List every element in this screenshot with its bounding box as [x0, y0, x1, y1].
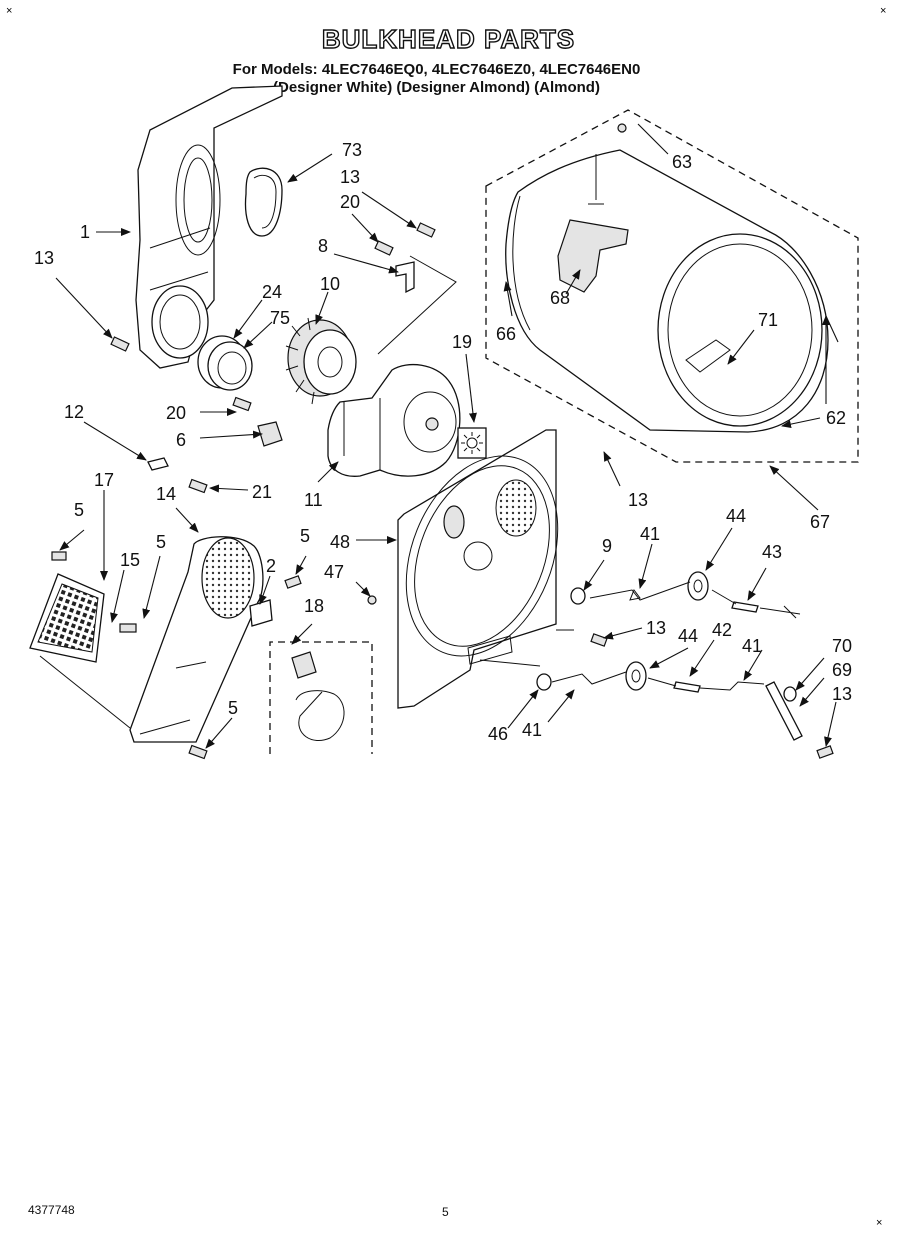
corner-mark-tr: × — [880, 5, 886, 17]
page-number: 5 — [442, 1205, 449, 1219]
callout-12: 12 — [64, 402, 84, 422]
callout-48: 48 — [330, 532, 350, 552]
callout-13: 13 — [628, 490, 648, 510]
page-title: BULKHEAD PARTS — [321, 23, 576, 54]
callout-69: 69 — [832, 660, 852, 680]
corner-mark-tl: × — [6, 5, 12, 17]
callout-66: 66 — [496, 324, 516, 344]
callout-63: 63 — [672, 152, 692, 172]
callout-41: 41 — [640, 524, 660, 544]
callout-62: 62 — [826, 408, 846, 428]
callout-20: 20 — [340, 192, 360, 212]
callout-21: 21 — [252, 482, 272, 502]
callout-41: 41 — [742, 636, 762, 656]
part-18-harness — [269, 641, 373, 754]
callout-2: 2 — [266, 556, 276, 576]
callout-14: 14 — [156, 484, 176, 504]
callout-13: 13 — [646, 618, 666, 638]
callout-46: 46 — [488, 724, 508, 744]
callout-11: 11 — [304, 490, 323, 510]
part-6-20-sensor — [232, 396, 283, 447]
part-73-gasket — [244, 167, 283, 237]
callout-10: 10 — [320, 274, 340, 294]
part-14-lint-duct — [39, 536, 264, 760]
part-19-thermal-symbol — [457, 427, 487, 459]
callout-42: 42 — [712, 620, 732, 640]
callout-17: 17 — [94, 470, 114, 490]
callout-70: 70 — [832, 636, 852, 656]
callout-1: 1 — [80, 222, 90, 242]
part-screws-upper — [110, 222, 436, 352]
callout-47: 47 — [324, 562, 344, 582]
callout-41: 41 — [522, 720, 542, 740]
callout-13: 13 — [832, 684, 852, 704]
callout-24: 24 — [262, 282, 282, 302]
callout-19: 19 — [452, 332, 472, 352]
part-1-blower-duct — [135, 85, 283, 369]
part-10-fan-wheel — [285, 317, 357, 405]
part-24-75-rings — [197, 335, 253, 391]
callout-71: 71 — [758, 310, 778, 330]
callout-44: 44 — [726, 506, 746, 526]
callout-9: 9 — [602, 536, 612, 556]
callout-6: 6 — [176, 430, 186, 450]
corner-mark-br: × — [876, 1217, 882, 1229]
callout-13: 13 — [340, 167, 360, 187]
drum-assembly-67 — [485, 109, 859, 463]
part-17-lint-filter — [29, 551, 105, 663]
callout-75: 75 — [270, 308, 290, 328]
callout-44: 44 — [678, 626, 698, 646]
callout-5: 5 — [228, 698, 238, 718]
callout-5: 5 — [156, 532, 166, 552]
callout-13: 13 — [34, 248, 54, 268]
models-line: For Models: 4LEC7646EQ0, 4LEC7646EZ0, 4L… — [232, 61, 641, 78]
callout-8: 8 — [318, 236, 328, 256]
callout-18: 18 — [304, 596, 324, 616]
callout-67: 67 — [810, 512, 830, 532]
colors-line: (Designer White) (Designer Almond) (Almo… — [273, 79, 600, 96]
callout-labels: 1 13 73 13 20 8 24 10 75 19 63 68 66 71 … — [34, 140, 852, 744]
part-8-bracket — [395, 261, 415, 294]
callout-43: 43 — [762, 542, 782, 562]
part-12-clip-21-screw — [147, 457, 208, 494]
callout-20: 20 — [166, 403, 186, 423]
callout-5: 5 — [74, 500, 84, 520]
leader-lines — [55, 123, 839, 749]
callout-68: 68 — [550, 288, 570, 308]
wire-route — [377, 255, 457, 355]
callout-73: 73 — [342, 140, 362, 160]
part-rollers-supports — [479, 571, 834, 759]
document-number: 4377748 — [28, 1203, 75, 1217]
part-48-bulkhead — [367, 429, 559, 709]
callout-5: 5 — [300, 526, 310, 546]
callout-15: 15 — [120, 550, 140, 570]
part-11-blower-housing — [327, 363, 461, 477]
